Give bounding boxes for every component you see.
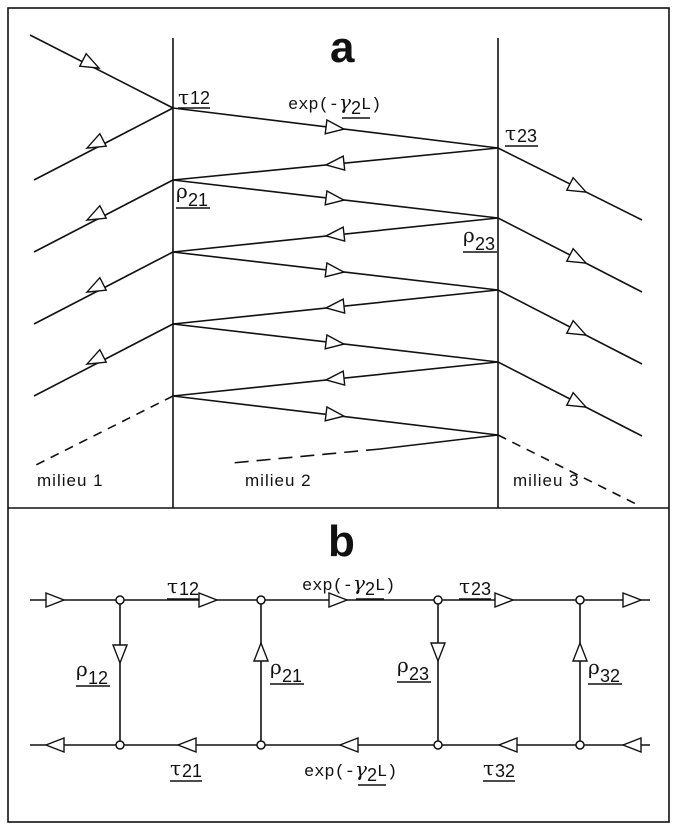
internal-ray-10 (379, 434, 499, 450)
svg-text:12: 12 (88, 668, 108, 688)
arrow-icon (324, 226, 346, 242)
node (256, 595, 266, 605)
outer-frame (7, 7, 670, 823)
label-rho-21-a: ρ 21 (176, 179, 210, 210)
label-tau-23-b: τ 23 (459, 574, 491, 600)
label-rho-23-a: ρ 23 (463, 223, 497, 254)
svg-text:τ: τ (178, 85, 189, 109)
svg-text:τ: τ (505, 121, 516, 145)
node (115, 595, 125, 605)
arrow-icon (324, 333, 346, 350)
svg-text:21: 21 (188, 190, 208, 210)
graph-nodes (115, 595, 585, 750)
arrow-icon (571, 641, 589, 662)
panel-a: a (29, 23, 643, 508)
label-propagation-b-top: exp(-γ2L) (302, 571, 395, 600)
svg-text:23: 23 (409, 664, 429, 684)
arrow-icon (324, 155, 346, 171)
svg-text:12: 12 (179, 579, 199, 599)
arrow-icon (324, 405, 346, 422)
arrow-icon (565, 319, 588, 336)
svg-text:21: 21 (282, 666, 302, 686)
svg-text:ρ: ρ (176, 179, 188, 203)
arrow-icon (622, 591, 643, 609)
svg-text:τ: τ (167, 574, 178, 598)
medium-1-label: milieu 1 (37, 471, 104, 490)
node (433, 595, 443, 605)
arrow-icon (324, 370, 346, 386)
label-rho-21-b: ρ 21 (270, 655, 304, 686)
arrow-icon (324, 261, 346, 278)
svg-text:τ: τ (459, 574, 470, 598)
arrow-icon (494, 591, 515, 609)
label-propagation-a: exp(-γ2L) (288, 90, 381, 119)
label-tau-23-a: τ 23 (505, 121, 538, 147)
label-rho-23-b: ρ 23 (397, 653, 431, 684)
svg-text:exp(-γ2L): exp(-γ2L) (304, 757, 397, 785)
panel-b: b (30, 517, 650, 786)
svg-text:ρ: ρ (397, 653, 409, 677)
arrow-icon (328, 591, 349, 609)
internal-ray-continuation (231, 448, 381, 464)
node (433, 740, 443, 750)
arrow-icon (324, 298, 346, 314)
node (115, 740, 125, 750)
arrow-icon (78, 52, 101, 69)
arrow-icon (111, 644, 129, 665)
svg-text:ρ: ρ (270, 655, 282, 679)
svg-text:ρ: ρ (463, 223, 475, 247)
label-tau-12-a: τ 12 (178, 85, 210, 109)
arrow-icon (497, 736, 518, 754)
arrow-icon (252, 641, 270, 662)
svg-text:exp(-γ2L): exp(-γ2L) (302, 571, 395, 599)
arrow-icon (338, 736, 359, 754)
ray-arrows-a (78, 52, 588, 422)
medium-2-label: milieu 2 (245, 471, 312, 490)
arrow-icon (565, 391, 588, 408)
label-rho-12-b: ρ 12 (76, 657, 110, 688)
arrow-icon (176, 736, 197, 754)
incident-ray (29, 34, 174, 109)
svg-text:23: 23 (517, 126, 537, 146)
label-tau-12-b: τ 12 (167, 574, 199, 600)
arrow-icon (85, 348, 108, 365)
node (575, 740, 585, 750)
svg-text:23: 23 (475, 234, 495, 254)
label-propagation-b-bottom: exp(-γ2L) (304, 757, 397, 786)
reflected-ray-continuation (33, 395, 174, 467)
arrow-icon (45, 591, 66, 609)
svg-text:21: 21 (182, 761, 202, 781)
arrow-icon (324, 189, 346, 206)
node (575, 595, 585, 605)
arrow-icon (565, 247, 588, 264)
svg-text:ρ: ρ (588, 655, 600, 679)
svg-text:ρ: ρ (76, 657, 88, 681)
svg-text:32: 32 (495, 761, 515, 781)
arrow-icon (621, 736, 642, 754)
label-rho-32-b: ρ 32 (588, 655, 622, 686)
branch-arrows-b (44, 591, 643, 754)
arrow-icon (198, 591, 219, 609)
svg-text:12: 12 (190, 88, 210, 108)
arrow-icon (44, 736, 65, 754)
panel-b-letter: b (328, 517, 355, 566)
node (256, 740, 266, 750)
arrow-icon (565, 176, 588, 193)
panel-a-letter: a (330, 23, 355, 72)
transmitted-ray-continuation (497, 434, 639, 506)
arrow-icon (429, 642, 447, 663)
svg-text:23: 23 (471, 579, 491, 599)
svg-text:τ: τ (483, 756, 494, 780)
medium-3-label: milieu 3 (513, 471, 580, 490)
label-tau-21-b: τ 21 (170, 756, 202, 782)
arrow-icon (85, 132, 108, 149)
arrow-icon (85, 204, 108, 221)
svg-text:τ: τ (170, 756, 181, 780)
arrow-icon (324, 118, 346, 135)
label-tau-32-b: τ 32 (483, 756, 515, 782)
svg-text:32: 32 (600, 666, 620, 686)
svg-text:exp(-γ2L): exp(-γ2L) (288, 90, 381, 118)
arrow-icon (85, 276, 108, 293)
